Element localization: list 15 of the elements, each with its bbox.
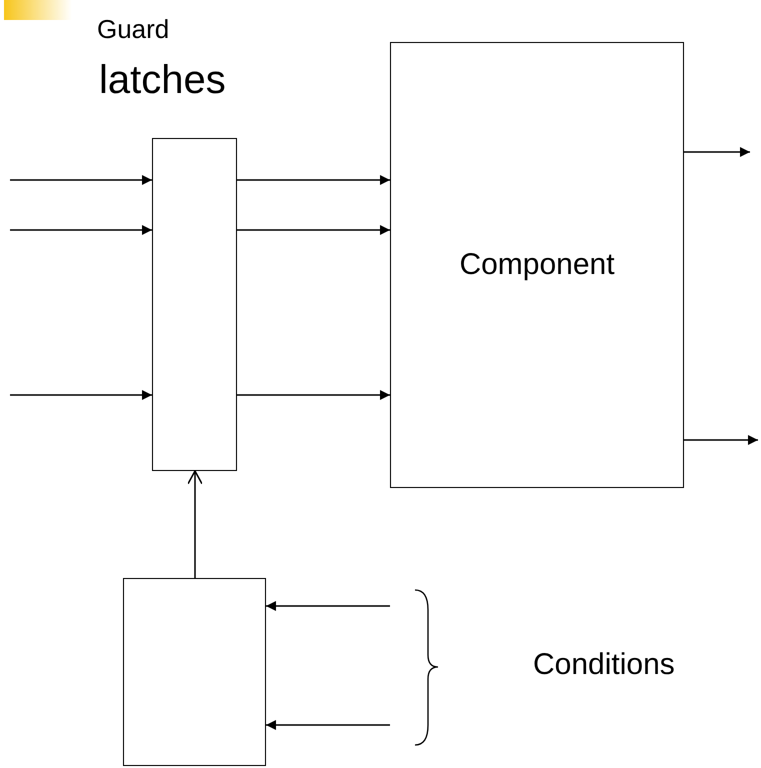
arrow	[10, 390, 152, 400]
arrow	[187, 470, 203, 578]
arrow	[266, 601, 390, 611]
box-heading: Guard	[97, 16, 170, 42]
arrow	[684, 435, 758, 445]
arrow	[10, 225, 152, 235]
arrow	[237, 175, 390, 185]
box-heading: latches	[99, 60, 226, 100]
arrow	[684, 147, 750, 157]
box-label: Component	[459, 248, 615, 282]
group-label: Conditions	[533, 648, 675, 682]
arrow	[237, 390, 390, 400]
arrow	[237, 225, 390, 235]
arrow	[266, 720, 390, 730]
arrow	[10, 175, 152, 185]
